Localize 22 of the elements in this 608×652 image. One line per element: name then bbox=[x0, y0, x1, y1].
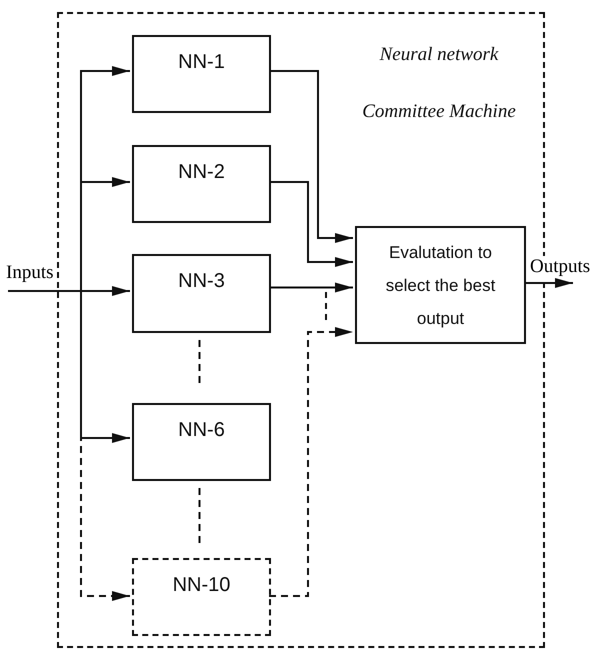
panel-heading: Neural network bbox=[378, 44, 500, 66]
network-label: NN-3 bbox=[177, 269, 226, 293]
arrow bbox=[8, 290, 130, 601]
panel-heading: Committee Machine bbox=[361, 101, 517, 123]
network-box bbox=[132, 558, 271, 636]
network-label: NN-10 bbox=[172, 573, 232, 597]
evaluation-label: Evalutation to select the best output bbox=[384, 242, 496, 330]
network-label: NN-2 bbox=[177, 160, 226, 184]
arrow bbox=[269, 70, 353, 243]
network-box bbox=[132, 145, 271, 223]
network-label: NN-6 bbox=[177, 418, 226, 442]
arrow bbox=[524, 278, 573, 288]
network-box bbox=[132, 254, 271, 333]
network-box bbox=[132, 403, 271, 481]
arrow bbox=[269, 181, 353, 267]
network-label: NN-1 bbox=[177, 50, 226, 74]
dashed-line bbox=[198, 488, 200, 543]
arrow bbox=[269, 327, 353, 597]
arrow bbox=[269, 282, 353, 293]
network-box bbox=[132, 35, 271, 113]
evaluation-box bbox=[355, 226, 526, 344]
edge-label: Outputs bbox=[530, 256, 590, 278]
